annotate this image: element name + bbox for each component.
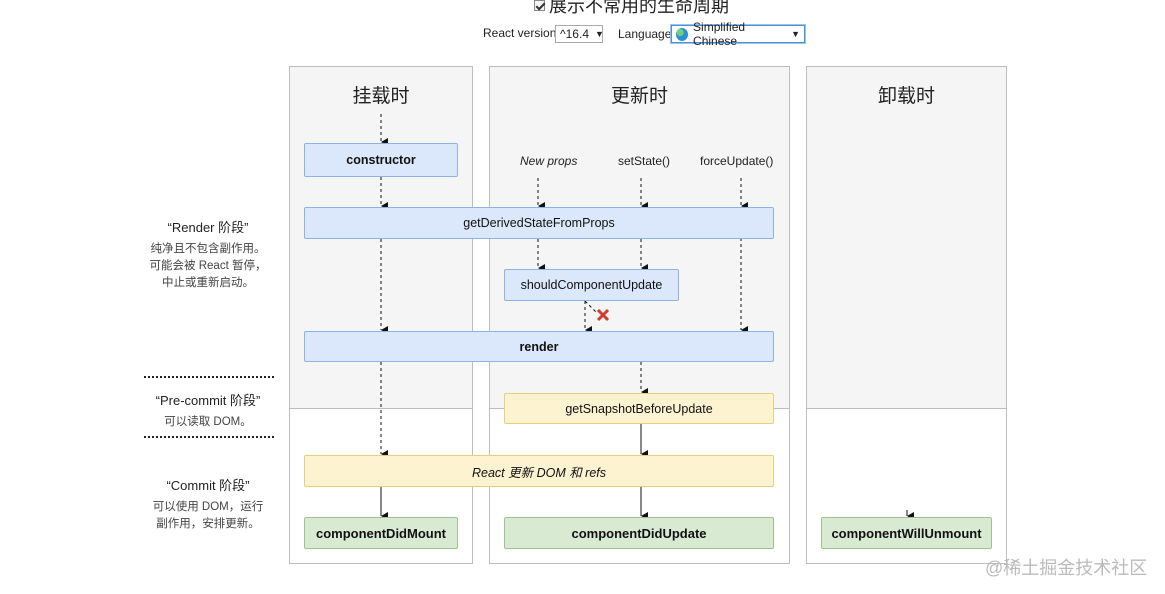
precommit-phase-desc-1: 可以读取 DOM。 [164,416,252,428]
render-phase-desc-1: 纯净且不包含副作用。 [150,243,266,255]
unmounting-column [806,66,1007,564]
phase-divider [289,408,473,409]
commit-phase-label: “Commit 阶段” 可以使用 DOM，运行 副作用，安排更新。 [133,475,283,533]
checkbox-checked-icon[interactable] [534,0,545,11]
language-label: Language [618,27,672,41]
show-rare-lifecycles-label: 展示不常用的生命周期 [549,0,729,16]
render-phase-label: “Render 阶段” 纯净且不包含副作用。 可能会被 React 暂停， 中止… [133,217,283,292]
phase-separator-dotted [144,436,274,438]
force-update-trigger: forceUpdate() [700,154,774,168]
render-phase-title: “Render 阶段” [167,220,249,235]
globe-icon [676,27,689,41]
commit-phase-desc-2: 副作用，安排更新。 [156,518,260,530]
set-state-trigger: setState() [618,154,671,168]
updating-title: 更新时 [610,86,668,107]
commit-phase-desc-1: 可以使用 DOM，运行 [152,501,264,513]
dropdown-arrow-icon: ▼ [595,29,604,39]
should-component-update-box[interactable]: shouldComponentUpdate [504,269,679,301]
react-version-value: ^16.4 [560,27,589,41]
language-value: Simplified Chinese [693,20,746,48]
dropdown-arrow-icon: ▼ [791,29,800,39]
render-box[interactable]: render [304,331,774,362]
unmounting-title: 卸载时 [877,86,935,107]
mounting-title: 挂载时 [352,86,410,107]
phase-divider [806,408,1007,409]
watermark: @稀土掘金技术社区 [985,558,1148,578]
render-phase-desc-3: 中止或重新启动。 [162,277,254,289]
language-select[interactable]: Simplified Chinese ▼ [671,20,805,48]
react-version-label: React version [483,26,557,40]
component-did-update-box[interactable]: componentDidUpdate [504,517,774,549]
commit-phase-title: “Commit 阶段” [166,478,250,493]
cancel-x-icon [596,308,610,322]
react-updates-dom-box[interactable]: React 更新 DOM 和 refs [304,455,774,487]
component-did-mount-box[interactable]: componentDidMount [304,517,458,549]
constructor-box[interactable]: constructor [304,143,458,177]
get-snapshot-before-update-box[interactable]: getSnapshotBeforeUpdate [504,393,774,424]
react-version-select[interactable]: ^16.4 ▼ [555,25,604,43]
component-will-unmount-box[interactable]: componentWillUnmount [821,517,992,549]
phase-separator-dotted [144,376,274,378]
new-props-trigger: New props [520,154,578,168]
get-derived-state-from-props-box[interactable]: getDerivedStateFromProps [304,207,774,239]
render-phase-desc-2: 可能会被 React 暂停， [149,260,267,272]
show-rare-lifecycles-toggle[interactable]: 展示不常用的生命周期 [534,0,729,18]
precommit-phase-title: “Pre-commit 阶段” [155,393,261,408]
precommit-phase-label: “Pre-commit 阶段” 可以读取 DOM。 [133,390,283,431]
